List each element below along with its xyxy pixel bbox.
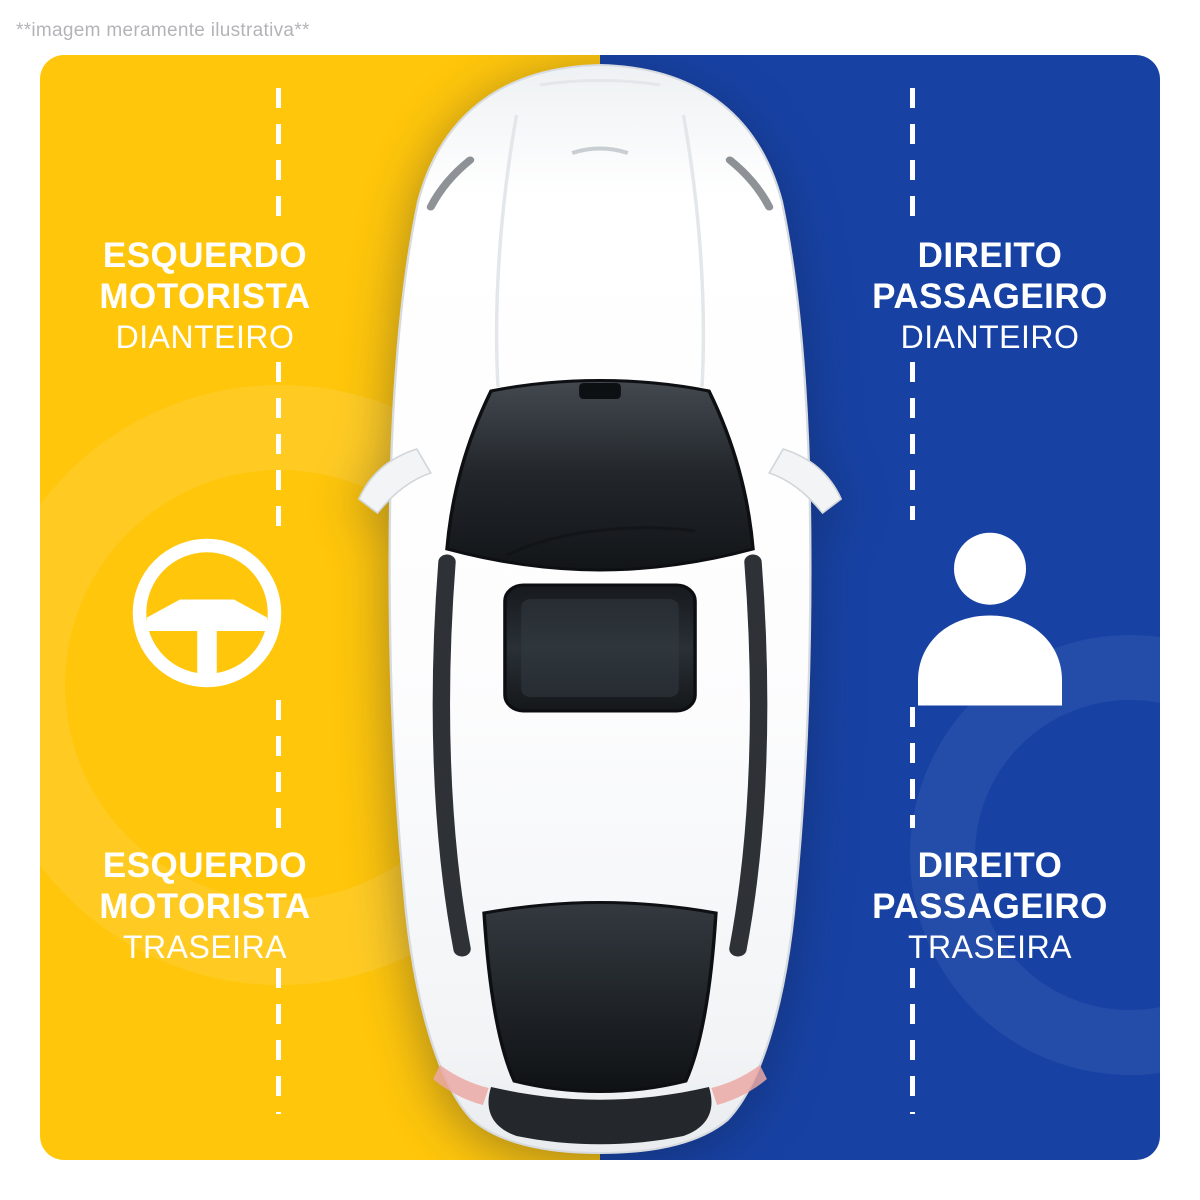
- label-line: TRASEIRA: [122, 929, 288, 965]
- label-front-left: ESQUERDO MOTORISTA DIANTEIRO: [40, 235, 370, 358]
- label-line: MOTORISTA: [99, 887, 311, 926]
- wiper-line: [506, 526, 696, 557]
- label-line: DIREITO: [917, 846, 1063, 885]
- dashed-guide-line-left: [276, 700, 281, 828]
- label-line: DIANTEIRO: [115, 319, 295, 355]
- label-line: ESQUERDO: [102, 846, 308, 885]
- hood-crease: [494, 114, 519, 388]
- hood-crease: [681, 114, 706, 388]
- dashed-guide-line-left: [276, 362, 281, 534]
- dashed-guide-line-right: [910, 707, 915, 828]
- mirror-right: [768, 448, 843, 515]
- label-rear-left: ESQUERDO MOTORISTA TRASEIRA: [40, 845, 370, 968]
- person-icon: [918, 532, 1062, 706]
- dashed-guide-line-right: [910, 362, 915, 520]
- dashed-guide-line-right: [910, 88, 915, 228]
- taillight-right: [711, 1065, 767, 1105]
- side-window-left: [432, 554, 471, 957]
- label-front-right: DIREITO PASSAGEIRO DIANTEIRO: [825, 235, 1155, 358]
- mirror-left: [357, 448, 432, 515]
- front-grille-line: [571, 146, 629, 155]
- dashed-guide-line-left: [276, 88, 281, 228]
- label-line: DIANTEIRO: [900, 319, 1080, 355]
- disclaimer-text: **imagem meramente ilustrativa**: [16, 20, 310, 41]
- dashed-guide-line-right: [910, 968, 915, 1114]
- label-line: PASSAGEIRO: [872, 887, 1108, 926]
- label-line: ESQUERDO: [102, 236, 308, 275]
- rear-window: [482, 901, 718, 1093]
- label-line: DIREITO: [917, 236, 1063, 275]
- hood-front-line: [539, 79, 661, 87]
- label-rear-right: DIREITO PASSAGEIRO TRASEIRA: [825, 845, 1155, 968]
- windshield: [445, 379, 755, 572]
- dashed-guide-line-left: [276, 968, 281, 1114]
- rear-bumper: [488, 1087, 712, 1145]
- taillight-left: [433, 1065, 489, 1105]
- side-window-right: [729, 554, 768, 957]
- sides-card: ESQUERDO MOTORISTA DIANTEIRO DIREITO PAS…: [40, 55, 1160, 1160]
- sunroof-glass: [521, 599, 679, 697]
- headlight-left: [426, 156, 475, 211]
- car-top-view: [357, 63, 843, 1155]
- label-line: MOTORISTA: [99, 277, 311, 316]
- label-line: PASSAGEIRO: [872, 277, 1108, 316]
- headlight-right: [725, 156, 774, 211]
- steering-wheel-icon: [132, 538, 282, 688]
- label-line: TRASEIRA: [907, 929, 1073, 965]
- rearview-mirror: [579, 383, 621, 399]
